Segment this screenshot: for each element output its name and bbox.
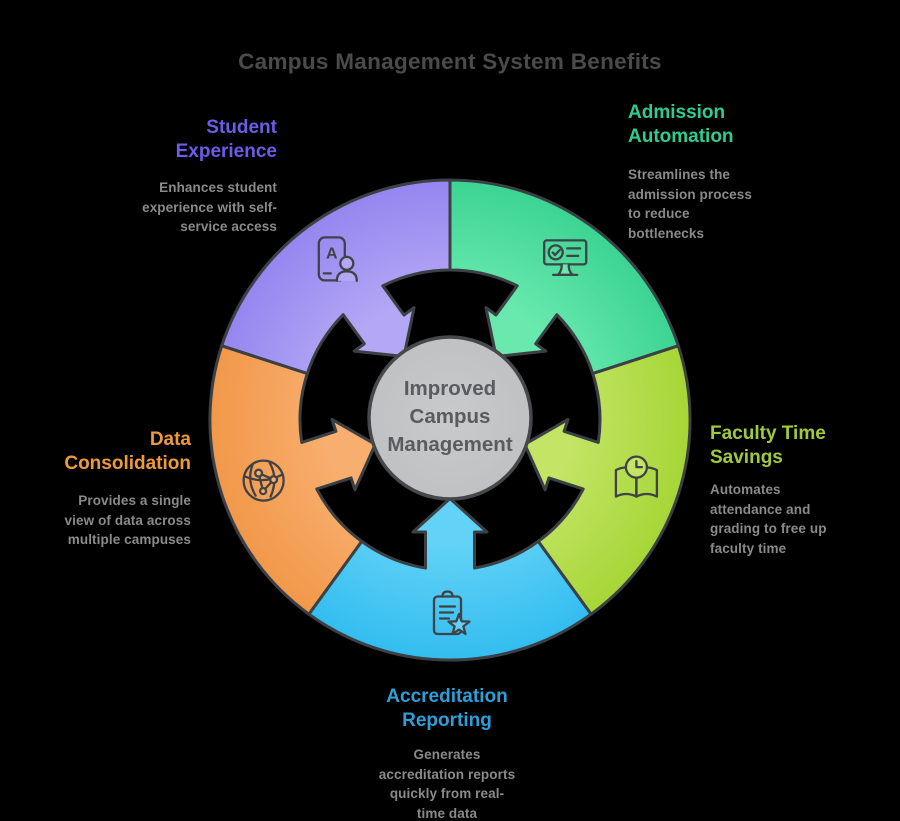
page-title: Campus Management System Benefits (238, 49, 662, 74)
benefit-description-admission-automation: Streamlines the admission process to red… (628, 167, 752, 241)
benefit-title-student-experience: Student Experience (175, 117, 277, 162)
benefit-block-data-consolidation: Data Consolidation Provides a single vie… (0, 428, 191, 550)
benefit-title-data-consolidation: Data Consolidation (64, 429, 191, 474)
book-clock-icon (614, 455, 659, 498)
segment-arrow-accreditation-reporting (307, 497, 593, 662)
benefit-block-admission-automation: Admission Automation Streamlines the adm… (628, 101, 863, 243)
segment-arrow-admission-automation (448, 178, 680, 376)
benefit-description-student-experience: Enhances student experience with self- s… (142, 180, 277, 234)
id-card-student-icon: A (317, 236, 358, 283)
center-hub-circle (367, 335, 533, 501)
benefit-title-admission-automation: Admission Automation (628, 102, 734, 147)
benefit-description-data-consolidation: Provides a single view of data across mu… (64, 493, 191, 547)
benefit-title-accreditation-reporting: Accreditation Reporting (386, 686, 508, 731)
clipboard-star-icon (432, 590, 471, 636)
presentation-check-icon (543, 239, 588, 277)
benefit-title-faculty-time-savings: Faculty Time Savings (710, 423, 826, 468)
center-hub-label: Improved Campus Management (387, 377, 513, 456)
benefit-block-accreditation-reporting: Accreditation Reporting Generates accred… (297, 685, 597, 821)
benefit-block-faculty-time-savings: Faculty Time Savings Automates attendanc… (710, 422, 895, 558)
benefit-description-faculty-time-savings: Automates attendance and grading to free… (710, 482, 827, 556)
benefit-block-student-experience: Student Experience Enhances student expe… (37, 116, 277, 237)
svg-text:A: A (326, 245, 338, 262)
globe-network-icon (242, 459, 285, 502)
segment-arrow-faculty-time-savings (523, 344, 692, 616)
benefit-description-accreditation-reporting: Generates accreditation reports quickly … (378, 747, 516, 821)
